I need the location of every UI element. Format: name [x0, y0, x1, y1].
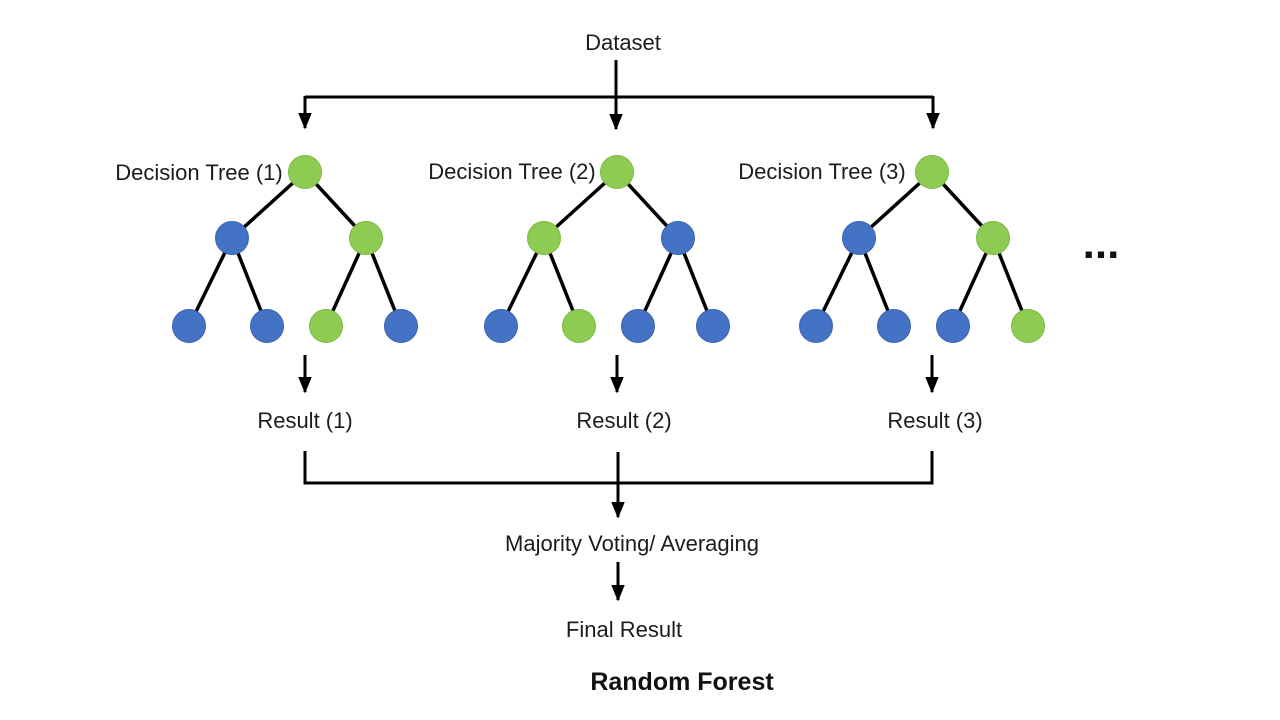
result-label: Result (1) — [257, 407, 353, 433]
tree-node-leaf — [309, 309, 343, 343]
dataset-fanout-connector — [298, 60, 940, 131]
merge-connector — [303, 451, 934, 519]
tree-node-internal — [215, 221, 249, 255]
tree-label: Decision Tree (1) — [115, 159, 283, 185]
tree-node-leaf — [621, 309, 655, 343]
tree-node-leaf — [936, 309, 970, 343]
majority-voting-label: Majority Voting/ Averaging — [505, 530, 759, 556]
decision-tree-1 — [172, 155, 418, 394]
tree-node-leaf — [562, 309, 596, 343]
ellipsis-icon: ... — [1083, 219, 1120, 268]
tree-node-internal — [976, 221, 1010, 255]
tree-node-internal — [527, 221, 561, 255]
tree-node-leaf — [1011, 309, 1045, 343]
tree-node-root — [915, 155, 949, 189]
tree-label: Decision Tree (3) — [738, 158, 906, 184]
decision-tree-3 — [799, 155, 1045, 394]
tree-node-leaf — [696, 309, 730, 343]
decision-tree-2 — [484, 155, 730, 394]
result-label: Result (3) — [887, 407, 983, 433]
trees-layer — [172, 155, 1045, 394]
tree-node-leaf — [384, 309, 418, 343]
tree-node-leaf — [250, 309, 284, 343]
tree-node-leaf — [877, 309, 911, 343]
tree-node-root — [600, 155, 634, 189]
tree-node-internal — [842, 221, 876, 255]
diagram-title: Random Forest — [590, 668, 774, 696]
tree-node-internal — [349, 221, 383, 255]
tree-node-leaf — [172, 309, 206, 343]
final-result-label: Final Result — [565, 616, 683, 642]
dataset-label: Dataset — [585, 29, 661, 55]
tree-node-leaf — [484, 309, 518, 343]
tree-node-internal — [661, 221, 695, 255]
result-label: Result (2) — [576, 407, 672, 433]
tree-label: Decision Tree (2) — [428, 158, 596, 184]
tree-node-root — [288, 155, 322, 189]
tree-node-leaf — [799, 309, 833, 343]
